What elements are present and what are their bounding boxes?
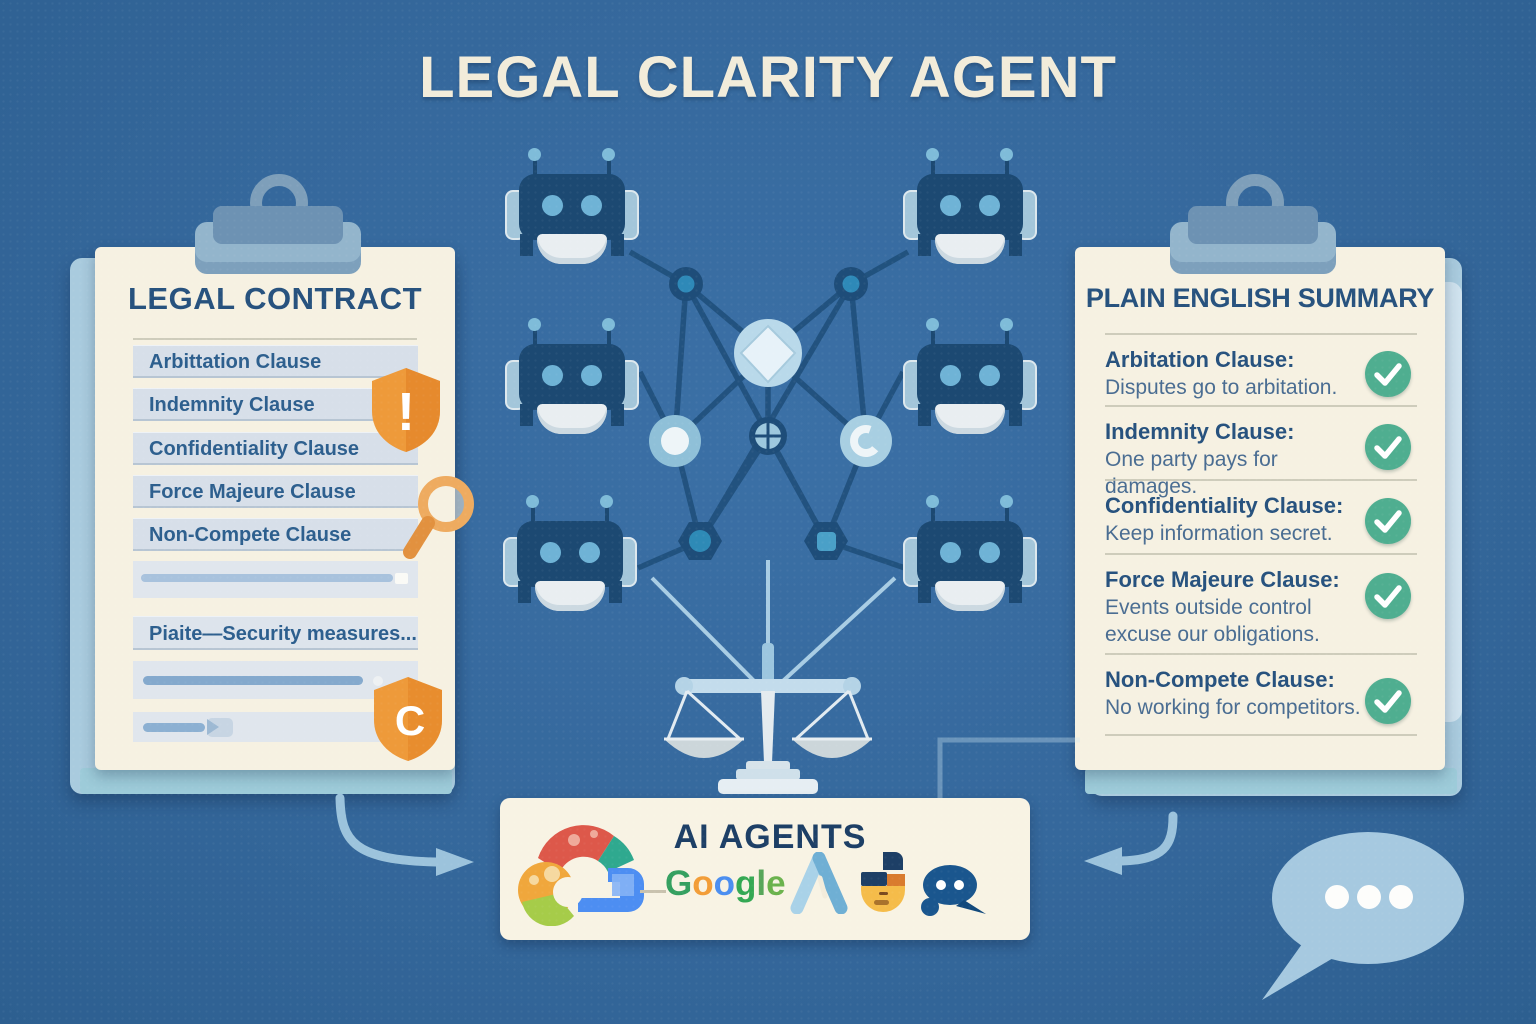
a-logo xyxy=(790,852,848,914)
robot-agent-icon xyxy=(505,318,639,436)
contract-header: LEGAL CONTRACT xyxy=(127,281,423,316)
svg-text:!: ! xyxy=(397,382,415,442)
speech-bubble-icon xyxy=(1262,832,1464,1000)
redacted-text-bar xyxy=(133,712,418,742)
redacted-text-bar xyxy=(133,561,418,598)
c-node-icon xyxy=(840,415,892,467)
robot-agent-icon xyxy=(903,148,1037,266)
ai-agents-box: AI AGENTS Google xyxy=(500,798,1030,940)
summary-item-body: Keep information secret. xyxy=(1105,522,1333,545)
robot-agent-icon xyxy=(903,495,1037,613)
network-node-icon xyxy=(669,267,868,301)
summary-paper: PLAIN ENGLISH SUMMARY Arbitation Clause:… xyxy=(1075,247,1445,770)
robot-agent-icon xyxy=(903,318,1037,436)
summary-item-title: Indemnity Clause: xyxy=(1105,419,1295,444)
summary-item-title: Confidentiality Clause: xyxy=(1105,493,1344,518)
clause-bar: Arbittation Clause xyxy=(133,345,418,378)
clause-bar: Indemnity Clause xyxy=(133,388,418,421)
summary-item-body: No working for competitors. xyxy=(1105,696,1361,719)
clause-bar: Non-Compete Clause xyxy=(133,518,418,551)
light-node-icon xyxy=(649,415,701,467)
chat-bubbles-icon xyxy=(921,865,986,916)
clipboard-clip-icon xyxy=(1188,206,1318,244)
c-shield-icon: C xyxy=(374,677,442,761)
robot-agent-icon xyxy=(505,148,639,266)
check-icon xyxy=(1365,573,1411,619)
hex-node-icon xyxy=(678,522,848,560)
magnifier-icon xyxy=(403,476,474,559)
redacted-text-bar xyxy=(133,661,418,699)
check-icon xyxy=(1365,351,1411,397)
connector-line xyxy=(937,737,1080,798)
summary-item-body: Events outside control excuse our obliga… xyxy=(1105,596,1320,646)
curved-arrow-right xyxy=(1084,811,1178,875)
summary-clipboard-base xyxy=(1085,768,1457,794)
connector-dash xyxy=(640,890,666,893)
curved-arrow-left xyxy=(335,793,474,876)
cross-node-icon xyxy=(749,417,787,455)
clause-bar: Confidentiality Clause xyxy=(133,432,418,465)
page-title: LEGAL CLARITY AGENT xyxy=(419,45,1117,110)
ai-agents-title: AI AGENTS xyxy=(673,818,867,856)
contract-clipboard-base xyxy=(80,768,452,794)
summary-item-title: Force Majeure Clause: xyxy=(1105,567,1340,592)
google-cloud-logo xyxy=(518,825,644,926)
summary-item-title: Arbitation Clause: xyxy=(1105,347,1295,372)
assistant-face-icon xyxy=(861,852,905,912)
alert-shield-icon: ! xyxy=(372,368,440,452)
svg-text:C: C xyxy=(395,697,425,744)
google-wordmark: Google xyxy=(665,864,786,903)
justice-scale-icon xyxy=(664,643,872,794)
diamond-node-icon xyxy=(734,319,802,387)
summary-header: PLAIN ENGLISH SUMMARY xyxy=(1085,283,1435,313)
summary-item-title: Non-Compete Clause: xyxy=(1105,667,1335,692)
clause-bar: Force Majeure Clause xyxy=(133,475,418,508)
summary-item-body: One party pays for damages. xyxy=(1105,448,1278,498)
summary-item-body: Disputes go to arbitation. xyxy=(1105,376,1338,399)
check-icon xyxy=(1365,678,1411,724)
robot-agent-icon xyxy=(503,495,637,613)
note-bar: Piaite—Security measures.... xyxy=(133,616,418,650)
check-icon xyxy=(1365,498,1411,544)
clipboard-clip-icon xyxy=(213,206,343,244)
check-icon xyxy=(1365,424,1411,470)
